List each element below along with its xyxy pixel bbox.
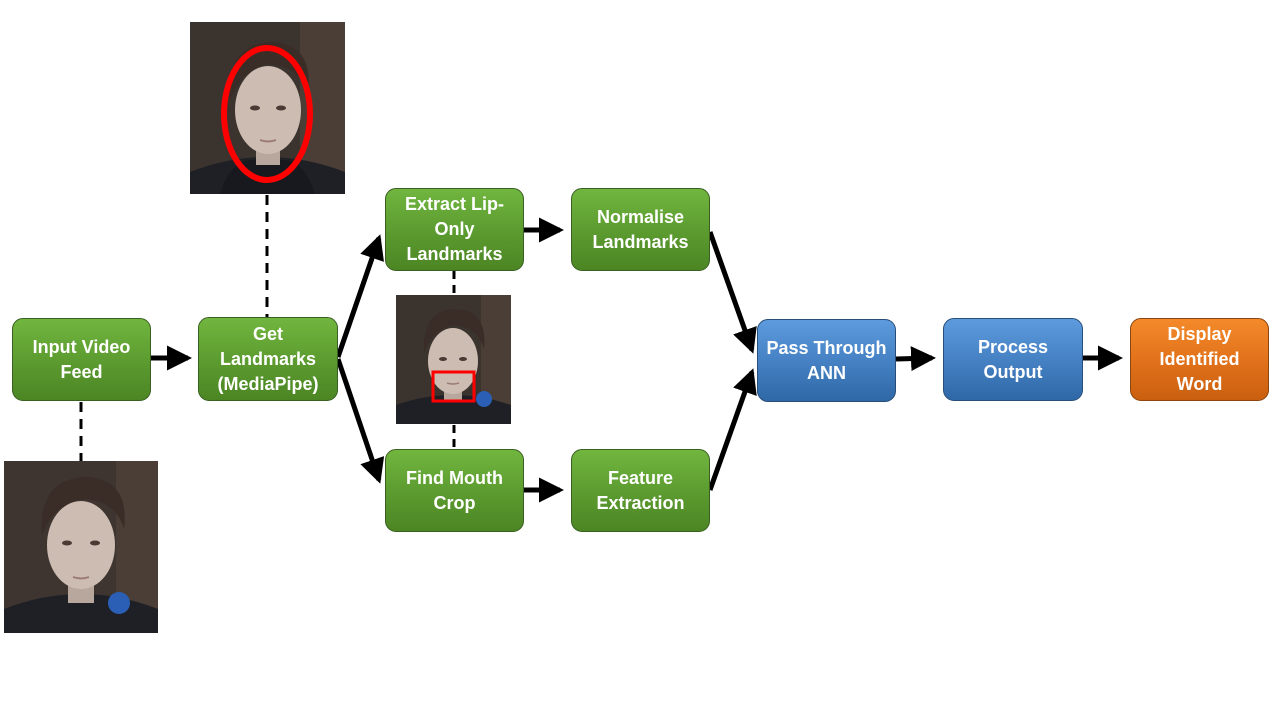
node-display-identified-word: Display Identified Word [1130, 318, 1269, 401]
face-photo-mouth-illustration [396, 295, 511, 424]
node-input-video-feed: Input Video Feed [12, 318, 151, 401]
node-process-output: Process Output [943, 318, 1083, 401]
node-get-landmarks: Get Landmarks (MediaPipe) [198, 317, 338, 401]
node-feature-extraction: Feature Extraction [571, 449, 710, 532]
face-photo-landmarks-illustration [190, 22, 345, 194]
node-display-identified-word-label: Display Identified Word [1159, 324, 1240, 394]
node-extract-lip-landmarks-label: Extract Lip-Only Landmarks [404, 194, 505, 264]
node-find-mouth-crop-label: Find Mouth Crop [406, 467, 503, 513]
arrow-normalise-to-ann [707, 231, 757, 354]
arrow-landmarks-to-mouth [335, 358, 385, 484]
node-extract-lip-landmarks: Extract Lip-Only Landmarks [385, 188, 524, 271]
node-find-mouth-crop: Find Mouth Crop [385, 449, 524, 532]
face-photo-with-mouth-box [396, 295, 511, 424]
arrow-landmarks-to-lip [335, 234, 384, 358]
arrow-feature-to-ann [707, 368, 757, 491]
mouth-crop-box [431, 370, 476, 403]
node-normalise-landmarks-label: Normalise Landmarks [592, 206, 689, 252]
face-highlight-ellipse [221, 45, 313, 183]
node-feature-extraction-label: Feature Extraction [596, 467, 685, 513]
node-pass-through-ann-label: Pass Through ANN [766, 337, 887, 383]
face-photo-with-face-ellipse [190, 22, 345, 194]
node-pass-through-ann: Pass Through ANN [757, 319, 896, 402]
node-get-landmarks-label: Get Landmarks (MediaPipe) [217, 323, 319, 394]
node-process-output-label: Process Output [977, 336, 1049, 382]
face-photo [4, 461, 158, 633]
arrow-ann-to-process [895, 346, 936, 372]
node-input-video-feed-label: Input Video Feed [32, 336, 131, 382]
node-normalise-landmarks: Normalise Landmarks [571, 188, 710, 271]
face-photo-input-illustration [4, 461, 158, 633]
